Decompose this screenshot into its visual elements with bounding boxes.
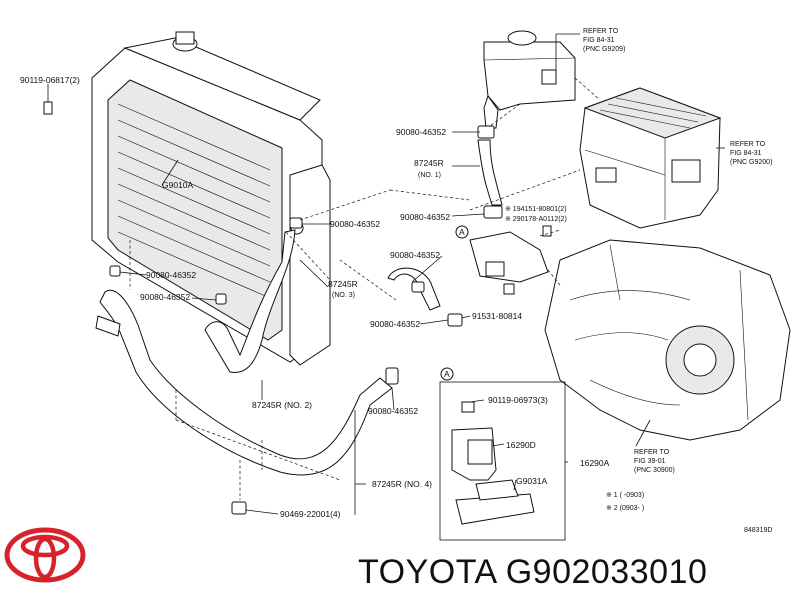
label-diagram-id: 848319D <box>744 527 772 534</box>
inverter-assembly <box>579 87 722 229</box>
label-refer-a-line2: FIG 84-31 <box>583 37 615 44</box>
label-refer-b-line1: REFER TO <box>730 141 766 148</box>
hose-no4 <box>95 289 393 476</box>
label-refer-b-line2: FIG 84-31 <box>730 150 762 157</box>
label-hose-no3-note: (NO. 3) <box>332 292 355 299</box>
label-clamp-pump-upper: 90080-46352 <box>390 250 440 260</box>
label-inset-assy: 16290A <box>580 458 610 468</box>
label-refer-a-line1: REFER TO <box>583 28 619 35</box>
label-legend-2: ※ 2 (0903- ) <box>606 505 644 512</box>
label-hose-no2: 87245R (NO. 2) <box>252 400 312 410</box>
callout-a: A <box>459 227 465 237</box>
reservoir-tank <box>483 30 576 129</box>
label-refer-c-line3: (PNC 30900) <box>634 467 675 474</box>
label-refer-c-line1: REFER TO <box>634 449 670 456</box>
label-clamp-tank: 90080-46352 <box>396 127 446 137</box>
inset-callout-a: A <box>444 369 450 379</box>
water-pump-upper <box>387 225 552 327</box>
label-hose-no4: 87245R (NO. 4) <box>372 479 432 489</box>
hose-no2 <box>204 229 296 374</box>
label-hose-no3-part: 87245R <box>328 279 358 289</box>
label-clamp-lower-pipe: 90080-46352 <box>368 406 418 416</box>
label-refer-c-line2: FIG 39-01 <box>634 458 666 465</box>
label-refer-a-line3: (PNC G9209) <box>583 46 625 53</box>
label-radiator: G9010A <box>162 180 194 190</box>
label-refer-b-line3: (PNC G9200) <box>730 159 772 166</box>
leader-lines <box>47 33 725 515</box>
label-clamp-radiator: 90080-46352 <box>330 219 380 229</box>
label-inset-pump: 16290D <box>506 440 536 450</box>
brand-part-number: TOYOTA G902033010 <box>358 553 707 591</box>
label-hose-no1-part: 87245R <box>414 158 444 168</box>
label-legend-1: ※ 1 ( -0903) <box>606 492 644 499</box>
label-clamp-pump-lower: 90080-46352 <box>370 319 420 329</box>
label-bolt-bottom: 90469-22001(4) <box>280 509 341 519</box>
inset-box: A <box>439 367 566 541</box>
label-inset-bracket: G9031A <box>516 476 548 486</box>
hose-no1 <box>477 125 503 219</box>
label-note-290178: ※ 290178-A0112(2) <box>505 216 567 223</box>
label-pump-bolt: 91531-80814 <box>472 311 522 321</box>
reference-lines <box>129 77 601 500</box>
label-inset-bolt: 90119-06973(3) <box>488 395 548 405</box>
label-clamp-mid-1: 90080-46352 <box>400 212 450 222</box>
transaxle-assembly <box>544 239 791 441</box>
part-labels: 90119-06817(2) G9010A 90080-46352 87245R… <box>20 28 772 534</box>
clamp-icons-left <box>109 217 399 515</box>
label-clamp-left-2: 90080-46352 <box>140 292 190 302</box>
toyota-logo-icon <box>4 527 86 583</box>
label-bolt-top-left: 90119-06817(2) <box>20 75 80 85</box>
radiator-assembly <box>43 31 331 366</box>
label-hose-no1-note: (NO. 1) <box>418 172 441 179</box>
label-clamp-left-1: 90080-46352 <box>146 270 196 280</box>
label-note-194151: ※ 194151-80801(2) <box>505 206 567 213</box>
